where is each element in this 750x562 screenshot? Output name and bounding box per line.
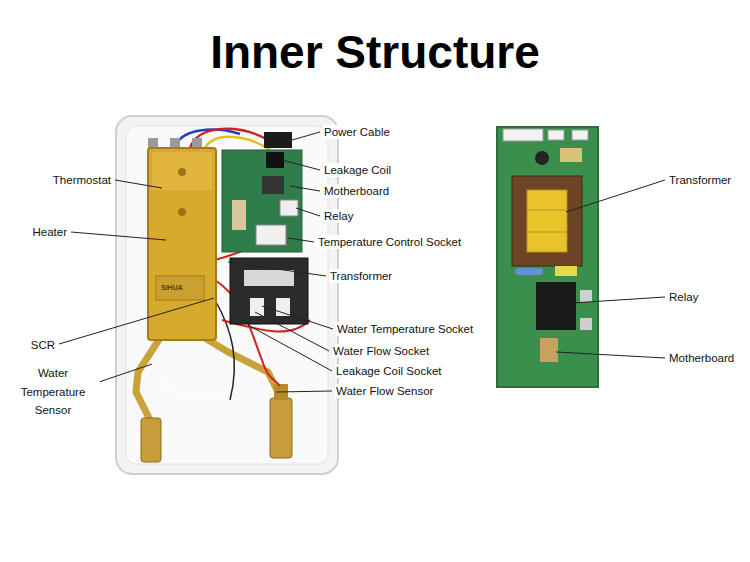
part-label: Temperature Control Socket (317, 235, 462, 249)
part-label: Transformer (329, 269, 393, 283)
title: Inner Structure (0, 24, 750, 82)
outlet-pipe (205, 338, 281, 398)
part-label: Power Cable (323, 125, 391, 139)
part-label: Thermostat (52, 173, 112, 187)
heater-body (148, 148, 216, 340)
transformer-photo (512, 176, 582, 266)
part-label: Relay (323, 209, 354, 223)
inlet-pipe (136, 338, 160, 420)
relay-photo (536, 282, 576, 330)
leader-lines (59, 132, 333, 392)
part-label: Heater (31, 225, 68, 239)
housing (116, 116, 338, 474)
flow-sensor-fitting (270, 398, 292, 458)
power-cable (264, 132, 292, 148)
part-label: Water Temperature Sensor (6, 364, 100, 419)
part-label: Water Flow Socket (332, 344, 430, 358)
motherboard (222, 150, 302, 252)
part-label: Relay (668, 290, 699, 304)
part-label: Transformer (668, 173, 732, 187)
housing-inner (126, 126, 328, 464)
part-label: Water Temperature Socket (336, 322, 474, 336)
brand-mark: SIHUA (160, 284, 184, 293)
part-label: Motherboard (668, 351, 735, 365)
motherboard-photo (497, 127, 598, 387)
leakage-coil (266, 152, 284, 168)
inlet-fitting (141, 418, 161, 462)
part-label: Motherboard (323, 184, 390, 198)
part-label: Leakage Coil (323, 163, 392, 177)
part-label: SCR (30, 338, 56, 352)
part-label: Water Flow Sensor (335, 384, 434, 398)
part-label: Leakage Coil Socket (335, 364, 442, 378)
